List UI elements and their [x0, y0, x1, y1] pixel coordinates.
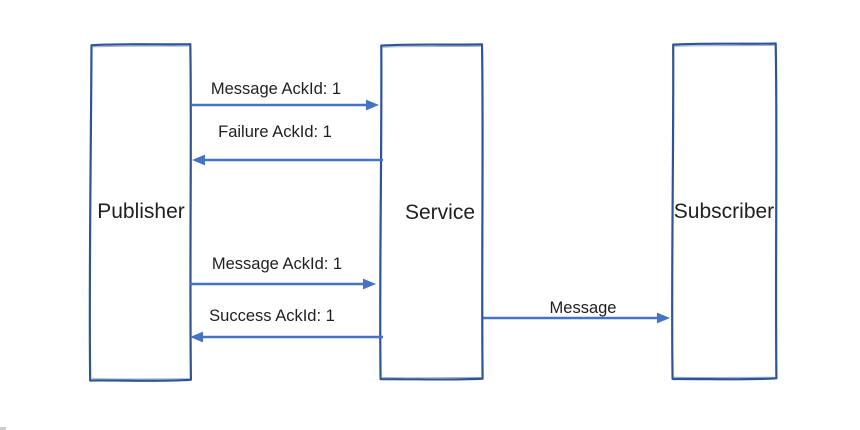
- arrow-message-ackid-top: [192, 99, 379, 111]
- publisher-label: Publisher: [97, 200, 185, 223]
- message-ackid-top-label: Message AckId: 1: [210, 80, 342, 98]
- success-ackid-label: Success AckId: 1: [209, 307, 335, 325]
- publisher-box: [88, 43, 192, 382]
- service-box: [379, 43, 484, 381]
- arrow-success-ackid: [190, 331, 383, 343]
- message-to-subscriber-label: Message: [549, 299, 617, 317]
- message-ackid-bottom-label: Message AckId: 1: [211, 255, 343, 273]
- arrow-message-ackid-bottom: [190, 278, 376, 290]
- failure-ackid-label: Failure AckId: 1: [218, 123, 332, 141]
- arrow-failure-ackid: [192, 154, 383, 166]
- service-label: Service: [404, 201, 476, 224]
- arrow-message-to-subscriber: [483, 312, 670, 324]
- subscriber-label: Subscriber: [673, 200, 775, 223]
- corner-artifact: [0, 427, 6, 430]
- subscriber-box: [671, 42, 778, 381]
